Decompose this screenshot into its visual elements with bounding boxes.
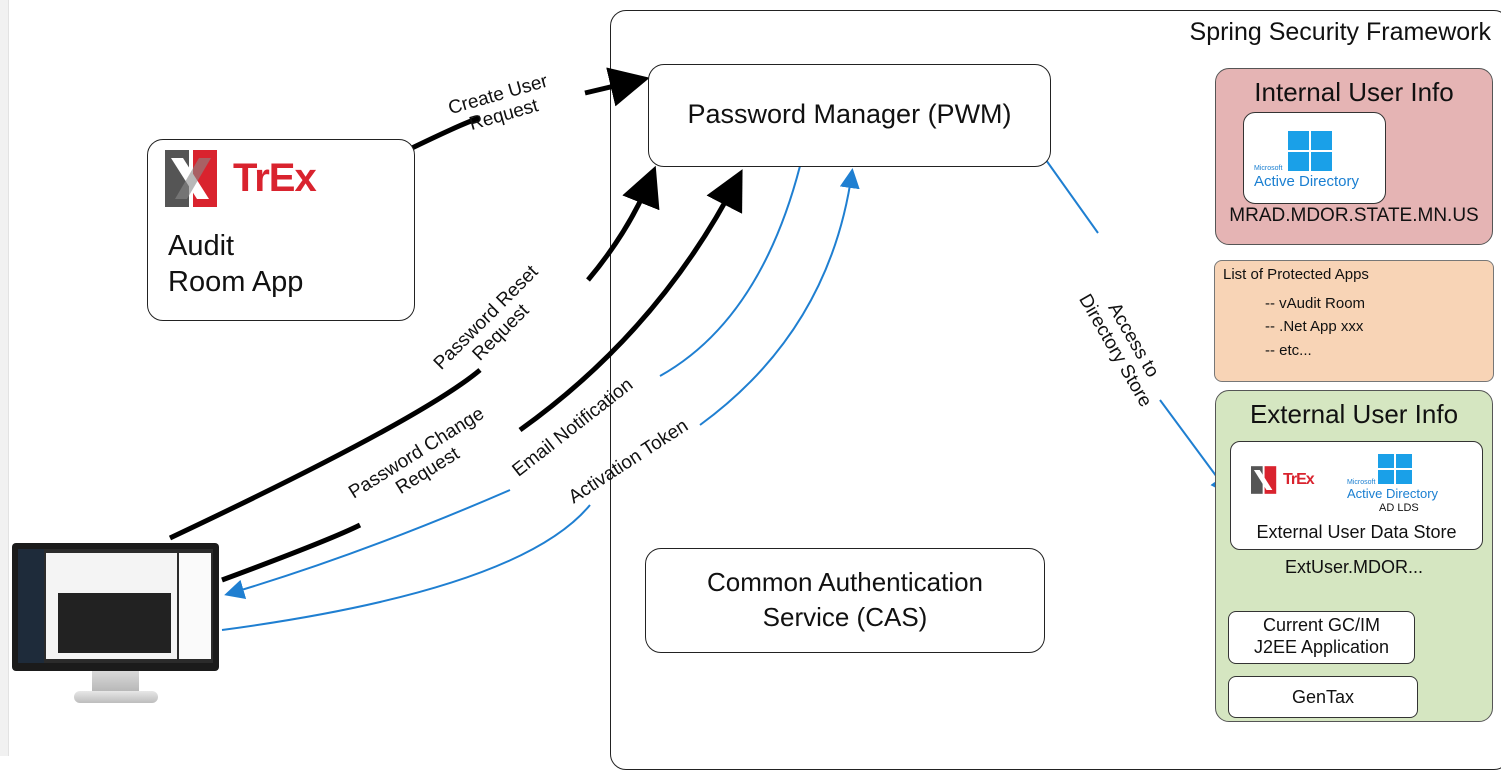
- create-user-arrow: [410, 80, 640, 151]
- trex-mark-icon: [165, 150, 217, 207]
- frame-title: Spring Security Framework: [1189, 18, 1491, 46]
- trex-mark-icon: [1251, 466, 1277, 494]
- password-manager-box: Password Manager (PWM): [648, 64, 1051, 167]
- windows-logo-icon: [1378, 454, 1412, 484]
- monitor-stand: [92, 671, 139, 693]
- protected-apps-panel: List of Protected Apps -- vAudit Room --…: [1214, 260, 1494, 382]
- email-notification-arrow: [228, 165, 801, 594]
- audit-room-app-label: Audit Room App: [168, 228, 303, 301]
- external-store-label: External User Data Store: [1256, 522, 1457, 542]
- trex-wordmark-small: TrEx: [1283, 471, 1315, 488]
- protected-app-item: -- etc...: [1265, 342, 1312, 359]
- gc-im-application-box: Current GC/IM J2EE Application: [1228, 611, 1415, 664]
- activation-token-arrow: [221, 172, 852, 631]
- monitor-base: [74, 691, 158, 703]
- protected-app-item: -- vAudit Room: [1265, 295, 1366, 312]
- trex-wordmark: TrEx: [233, 156, 317, 200]
- gc-line1: Current GC/IM: [1262, 615, 1381, 635]
- audit-line1: Audit: [168, 230, 235, 262]
- cas-label-line2: Service (CAS): [762, 602, 928, 633]
- password-reset-arrow: [168, 175, 652, 541]
- user-monitor-icon: [12, 543, 219, 706]
- audit-line2: Room App: [168, 266, 304, 299]
- audit-room-app-box: TrEx Audit Room App: [147, 139, 415, 321]
- trex-logo: TrEx: [165, 150, 317, 207]
- protected-apps-title: List of Protected Apps: [1223, 266, 1369, 283]
- active-directory-label: Active Directory: [1347, 486, 1439, 501]
- ad-lds-label: AD LDS: [1379, 502, 1419, 514]
- microsoft-label: Microsoft: [1254, 165, 1283, 172]
- windows-logo-icon: [1288, 131, 1332, 171]
- pwm-label: Password Manager (PWM): [687, 99, 1012, 129]
- cas-label-line1: Common Authentication: [706, 567, 984, 597]
- trex-logo-small: TrEx: [1251, 466, 1315, 494]
- password-change-arrow: [221, 178, 738, 583]
- microsoft-label: Microsoft: [1347, 479, 1376, 486]
- internal-user-title: Internal User Info: [1254, 77, 1454, 107]
- external-user-data-store-card: TrEx Microsoft Active Directory AD LDS E…: [1230, 441, 1483, 550]
- gc-line2: J2EE Application: [1253, 636, 1390, 657]
- cas-box: Common Authentication Service (CAS): [645, 548, 1045, 653]
- active-directory-label: Active Directory: [1254, 173, 1360, 190]
- left-margin-strip: [0, 0, 9, 756]
- protected-app-item: -- .Net App xxx: [1265, 318, 1364, 335]
- gentax-box: GenTax: [1228, 676, 1418, 718]
- internal-active-directory-card: Microsoft Active Directory: [1243, 112, 1386, 204]
- external-user-host: ExtUser.MDOR...: [1284, 557, 1423, 577]
- internal-user-host: MRAD.MDOR.STATE.MN.US: [1229, 205, 1479, 226]
- external-user-title: External User Info: [1249, 399, 1459, 429]
- monitor-screen: [12, 543, 219, 671]
- external-user-info-panel: External User Info: [1215, 390, 1493, 722]
